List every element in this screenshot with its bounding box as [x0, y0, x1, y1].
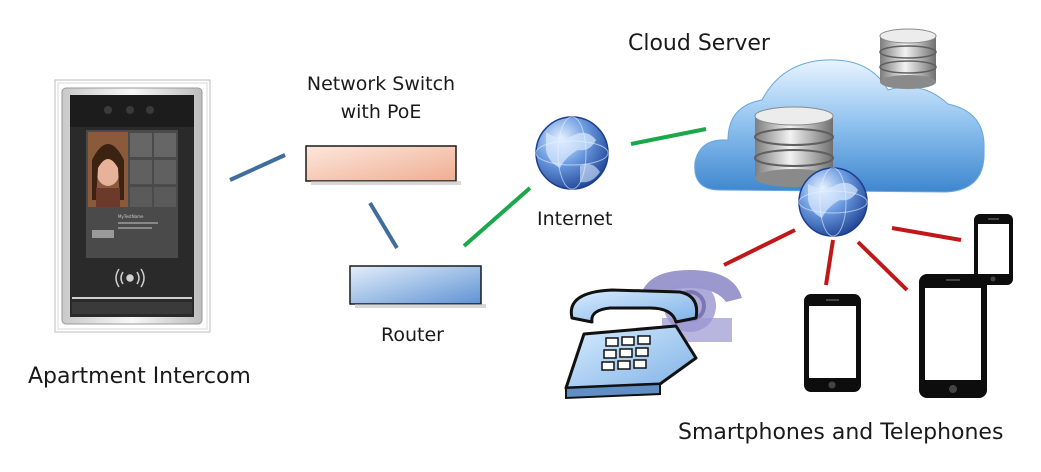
network-switch-label-line2: with PoE — [340, 101, 422, 123]
smartphone-icon-2 — [919, 274, 987, 398]
smartphone-icon-1 — [804, 294, 861, 392]
network-switch-label: Network Switch with PoE — [290, 73, 472, 123]
intercom-caller-name: MyTestName — [118, 214, 144, 219]
link-cloud-phone-3 — [891, 226, 962, 242]
internet-label: Internet — [537, 208, 613, 230]
network-switch — [305, 145, 457, 182]
network-switch-label-line1: Network Switch — [306, 73, 456, 95]
link-cloud-phone-1 — [824, 239, 835, 286]
link-internet-cloud — [630, 127, 707, 146]
smartphones-telephones-label: Smartphones and Telephones — [678, 420, 1004, 445]
link-cloud-desk-phone — [723, 228, 796, 267]
router-label: Router — [381, 324, 444, 346]
apartment-intercom-device: MyTestName — [54, 79, 211, 333]
database-server-icon-back — [879, 28, 937, 89]
desk-telephone-icon — [564, 270, 742, 400]
router — [349, 265, 482, 305]
internet-globe-icon — [535, 116, 609, 190]
smartphone-icon-3 — [974, 214, 1013, 285]
cloud-server-label: Cloud Server — [628, 31, 770, 56]
link-switch-router — [368, 201, 399, 250]
link-router-internet — [462, 186, 532, 248]
link-intercom-switch — [229, 153, 286, 182]
apartment-intercom-label: Apartment Intercom — [28, 364, 251, 389]
link-cloud-phone-2 — [856, 240, 909, 292]
nfc-icon — [115, 268, 145, 288]
cloud-globe-icon — [798, 167, 868, 237]
database-server-icon-front — [754, 106, 834, 187]
